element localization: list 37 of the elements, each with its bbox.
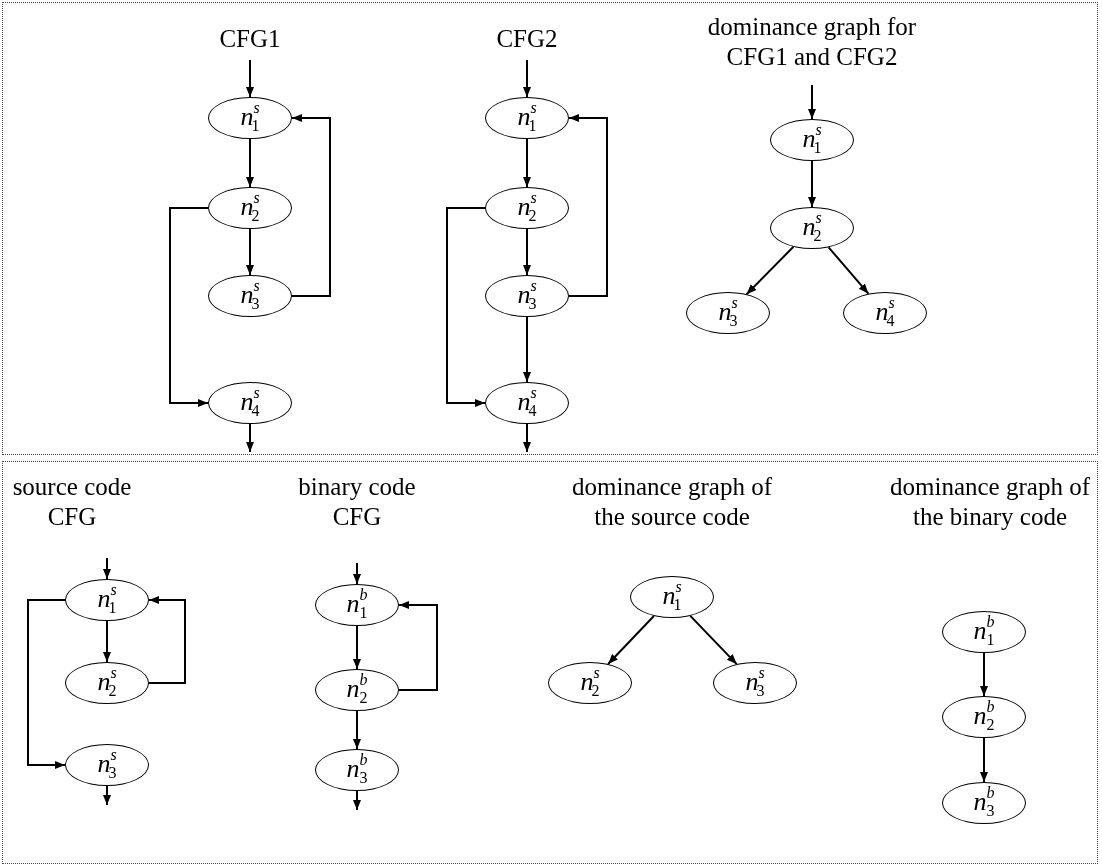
arrow (523, 138, 531, 188)
arrow (291, 114, 331, 297)
arrow (568, 114, 608, 297)
arrow (148, 596, 186, 684)
graph-title: CFG1 (218, 24, 282, 54)
arrow (523, 228, 531, 276)
arrow (353, 790, 361, 811)
arrow (246, 59, 254, 98)
graph-title: binary code CFG (297, 472, 417, 532)
graph-title: CFG2 (495, 24, 559, 54)
arrow (103, 785, 111, 806)
arrow (103, 620, 111, 663)
arrow (246, 228, 254, 276)
arrow (980, 652, 988, 697)
arrow (523, 59, 531, 98)
arrow (523, 423, 531, 453)
arrow (808, 160, 816, 208)
arrow (353, 710, 361, 750)
arrow (246, 138, 254, 188)
arrow (398, 601, 438, 691)
arrow (353, 625, 361, 670)
graph-title: dominance graph of the binary code (889, 472, 1091, 532)
arrow (246, 423, 254, 453)
arrow (607, 615, 655, 665)
arrow (808, 84, 816, 120)
arrow (27, 599, 66, 769)
arrow (353, 562, 361, 585)
graph-title: dominance graph for CFG1 and CFG2 (706, 12, 918, 72)
graph-title: source code CFG (11, 472, 133, 532)
arrow (169, 207, 209, 407)
arrow (689, 614, 738, 666)
arrow (446, 207, 486, 407)
arrow (523, 316, 531, 383)
graph-title: dominance graph of the source code (571, 472, 773, 532)
arrow (103, 557, 111, 580)
arrow (745, 245, 795, 296)
arrow (980, 737, 988, 783)
